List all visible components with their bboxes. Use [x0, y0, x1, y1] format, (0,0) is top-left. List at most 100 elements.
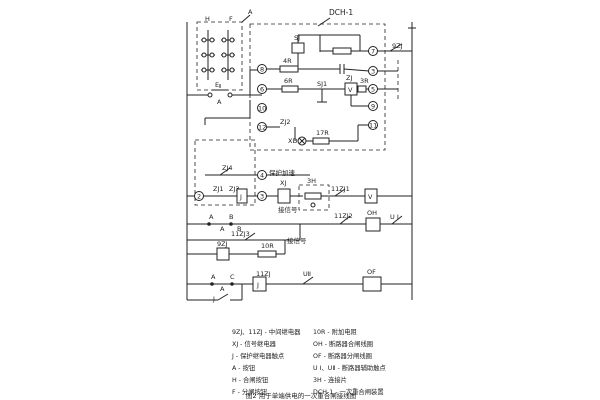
- resistor-4R: [279, 65, 299, 73]
- 3H-terminal: [310, 202, 316, 208]
- XD-lamp-x2: [298, 137, 306, 145]
- wire-cap-3: [343, 68, 370, 72]
- resistor-top: [332, 47, 352, 55]
- label-ZJ4: ZJ4: [222, 164, 233, 172]
- terminal-5: 5: [368, 84, 378, 94]
- J-box-OF: [252, 276, 267, 292]
- label-J3: J: [212, 295, 215, 303]
- label-OH: OH: [367, 209, 377, 217]
- label-OF: OF: [367, 268, 376, 276]
- label-ZJ3: ZJ3: [229, 185, 240, 193]
- label-A-top: A: [248, 8, 253, 16]
- E-terminal-right: [227, 92, 233, 98]
- label-J: J: [239, 193, 242, 201]
- terminal-7: 7: [368, 46, 378, 56]
- label-SJ: SJ: [294, 34, 300, 42]
- label-3R: 3R: [360, 77, 369, 85]
- label-ZJ: ZJ: [346, 74, 352, 82]
- resistor-6R: [281, 85, 299, 93]
- node-A-r4: [210, 282, 214, 286]
- label-DCH: DCH-1: [329, 8, 353, 17]
- svg-text:DCH-1 - 一次重合闸装置: DCH-1 - 一次重合闸装置: [313, 387, 384, 396]
- label-11ZJ2: 11ZJ2: [334, 212, 353, 220]
- leader-A-top: [241, 14, 251, 23]
- label-9ZJ2: 9ZJ: [217, 240, 228, 248]
- leader-DCH: [317, 17, 331, 27]
- label-UII: UⅡ: [303, 270, 311, 278]
- label-A-r1: A: [209, 213, 214, 221]
- hf-switch-contacts: [201, 30, 235, 80]
- label-6R: 6R: [284, 77, 293, 85]
- label-protect: 保护加速: [269, 168, 296, 177]
- legend-left: 9ZJ、11ZJ - 中间继电器 XJ - 信号继电器 J - 保护继电器触点 …: [231, 327, 301, 396]
- label-V2: V: [368, 193, 373, 201]
- svg-text:10R - 附加电阻: 10R - 附加电阻: [313, 327, 358, 336]
- label-9ZJ: 9ZJ: [392, 42, 403, 50]
- svg-text:3: 3: [260, 193, 264, 201]
- UII-contact: [302, 276, 314, 285]
- svg-text:OF - 断路器分闸线圈: OF - 断路器分闸线圈: [313, 351, 372, 360]
- svg-text:U I、UⅡ - 断路器辅助触点: U I、UⅡ - 断路器辅助触点: [313, 363, 386, 372]
- node-B: [229, 222, 233, 226]
- svg-text:6: 6: [260, 86, 264, 94]
- label-A-r1b: A: [220, 225, 225, 233]
- label-B-r1: B: [229, 213, 233, 221]
- J-contact: [217, 293, 229, 301]
- terminal-10: 10: [257, 103, 267, 113]
- 3H-enclosure: [298, 184, 330, 211]
- 11ZJ2-contact: [339, 215, 351, 225]
- SJ-relay-coil: [291, 42, 305, 54]
- label-XD: XD: [288, 137, 297, 145]
- svg-text:4: 4: [260, 172, 264, 180]
- label-sig1: 接信号: [278, 205, 298, 214]
- terminal-2: 2: [194, 191, 204, 201]
- svg-text:F - 分闸按钮: F - 分闸按钮: [232, 387, 268, 396]
- ZJ4-contact: [219, 167, 231, 176]
- node-C-r4: [230, 282, 234, 286]
- legend-right: 10R - 附加电阻 OH - 断路器合闸线圈 OF - 断路器分闸线圈 U I…: [313, 327, 386, 396]
- terminal-9: 9: [368, 101, 378, 111]
- label-F: F: [229, 15, 233, 23]
- svg-text:2: 2: [197, 193, 201, 201]
- svg-text:3: 3: [371, 68, 375, 76]
- label-A-r4: A: [211, 273, 216, 281]
- svg-text:5: 5: [371, 86, 375, 94]
- svg-text:3H - 连接片: 3H - 连接片: [313, 375, 347, 384]
- 11ZJ3-contact: [244, 232, 256, 241]
- terminal-3b: 3: [257, 191, 267, 201]
- label-UI: U I: [390, 213, 399, 221]
- svg-text:J - 保护继电器触点: J - 保护继电器触点: [231, 351, 284, 360]
- svg-text:11: 11: [369, 122, 377, 130]
- label-ZJ2: ZJ2: [280, 118, 291, 126]
- label-A-left: A: [217, 98, 222, 106]
- svg-text:OH - 断路器合闸线圈: OH - 断路器合闸线圈: [313, 339, 373, 348]
- OH-coil: [365, 217, 381, 232]
- label-ZJ1: ZJ1: [213, 185, 224, 193]
- resistor-10R: [257, 250, 277, 258]
- XJ-relay-coil: [277, 188, 291, 204]
- svg-text:H - 合闸按钮: H - 合闸按钮: [232, 375, 269, 384]
- label-XJ: XJ: [280, 179, 286, 187]
- label-C-r4: C: [230, 273, 235, 281]
- label-17R: 17R: [316, 129, 329, 137]
- 11ZJ1-contact: [334, 188, 346, 197]
- 9ZJ-contact: [389, 43, 403, 52]
- UI-contact: [391, 215, 403, 225]
- svg-text:7: 7: [371, 48, 375, 56]
- label-3H: 3H: [307, 177, 316, 185]
- svg-text:9ZJ、11ZJ - 中间继电器: 9ZJ、11ZJ - 中间继电器: [232, 327, 301, 336]
- label-V: V: [348, 86, 353, 94]
- label-10R: 10R: [261, 242, 274, 250]
- terminal-11: 11: [368, 120, 378, 130]
- terminal-12: 12: [257, 122, 267, 132]
- label-11ZJ4: 11ZJ: [256, 270, 271, 278]
- svg-text:9: 9: [371, 103, 375, 111]
- OF-coil: [362, 276, 382, 292]
- label-A-r4b: A: [220, 285, 225, 293]
- svg-text:8: 8: [260, 66, 264, 74]
- label-11ZJ3: 11ZJ3: [231, 230, 250, 238]
- svg-text:XJ - 信号继电器: XJ - 信号继电器: [232, 339, 277, 348]
- label-4R: 4R: [283, 57, 292, 65]
- terminal-6: 6: [257, 84, 267, 94]
